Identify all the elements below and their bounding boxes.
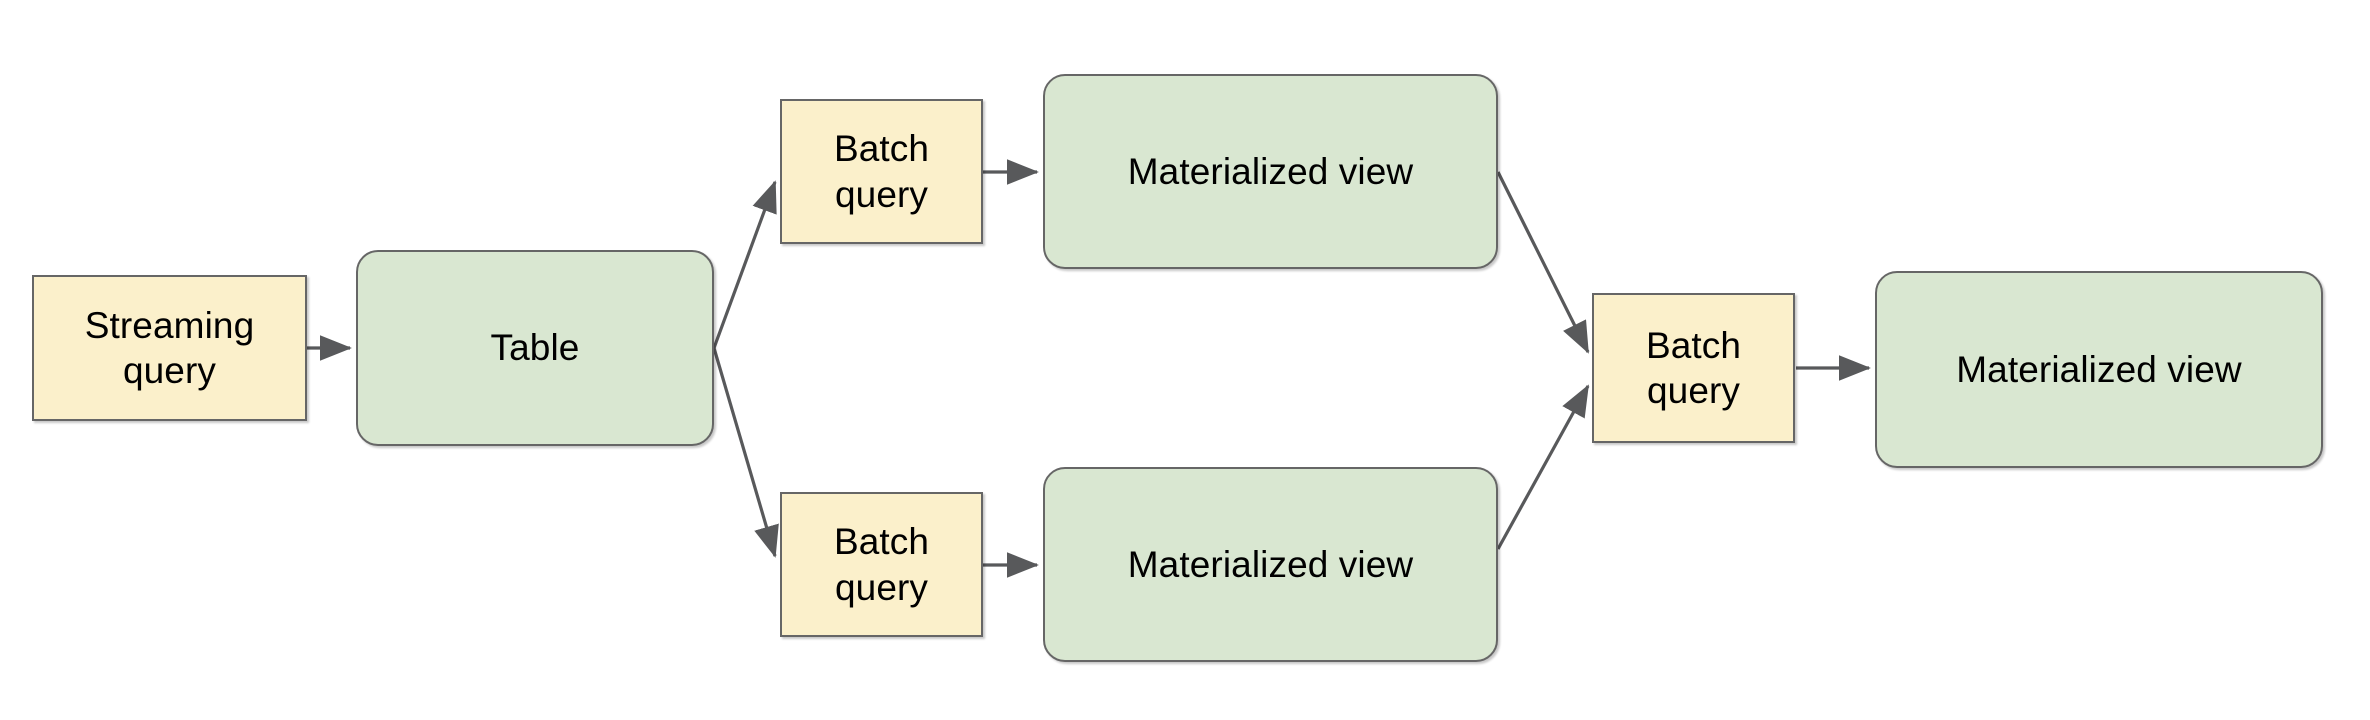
node-materialized-view-final[interactable]: Materialized view bbox=[1875, 271, 2323, 468]
node-batch-query-join[interactable]: Batch query bbox=[1592, 293, 1795, 443]
node-materialized-view-final-label: Materialized view bbox=[1956, 348, 2242, 390]
node-materialized-view-bottom-label: Materialized view bbox=[1127, 543, 1414, 585]
node-materialized-view-top[interactable]: Materialized view bbox=[1043, 74, 1498, 269]
edge-materialized-view-top-to-batch-query-join bbox=[1496, 171, 1590, 354]
node-batch-query-bottom-label: Batch query bbox=[833, 521, 930, 608]
node-table-label: Table bbox=[490, 327, 580, 369]
node-streaming-query[interactable]: Streaming query bbox=[32, 275, 307, 421]
node-table[interactable]: Table bbox=[356, 250, 714, 446]
node-materialized-view-bottom[interactable]: Materialized view bbox=[1043, 467, 1498, 662]
node-batch-query-top-label: Batch query bbox=[833, 128, 930, 215]
node-batch-query-bottom[interactable]: Batch query bbox=[780, 492, 983, 637]
edge-materialized-view-bottom-to-batch-query-join bbox=[1496, 384, 1590, 550]
edge-table-to-batch-query-top bbox=[712, 180, 777, 349]
node-batch-query-top[interactable]: Batch query bbox=[780, 99, 983, 244]
node-materialized-view-top-label: Materialized view bbox=[1127, 150, 1414, 192]
node-streaming-query-label: Streaming query bbox=[84, 304, 255, 391]
node-batch-query-join-label: Batch query bbox=[1645, 324, 1742, 411]
edge-table-to-batch-query-bottom bbox=[712, 347, 779, 558]
